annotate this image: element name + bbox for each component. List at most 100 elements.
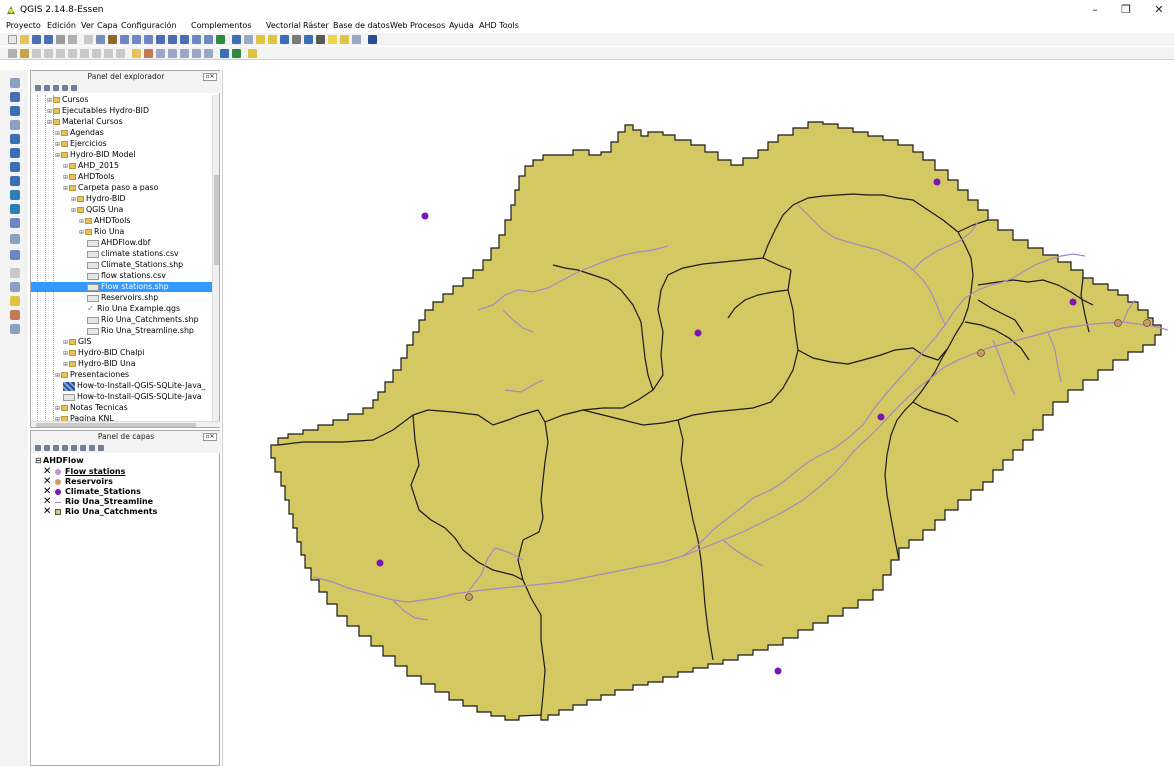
- browser-item-hydro-bid-chalpi[interactable]: ⊞Hydro-BID Chalpi: [31, 348, 213, 358]
- browser-item-rio-una-streamline-shp[interactable]: Rio Una_Streamline.shp: [31, 326, 213, 336]
- browser-item-agendas[interactable]: ⊞Agendas: [31, 128, 213, 138]
- layer-rio-una-catchments[interactable]: ✕Rio Una_Catchments: [31, 507, 221, 517]
- pin-labels-icon[interactable]: [144, 49, 153, 58]
- browser-item-ejecutables-hydro-bid[interactable]: ⊞Ejecutables Hydro-BID: [31, 106, 213, 116]
- cut-features-icon[interactable]: [92, 49, 101, 58]
- browser-item-ahdflow-dbf[interactable]: AHDFlow.dbf: [31, 238, 213, 248]
- add-feature-point-icon[interactable]: [10, 268, 20, 278]
- layer-group[interactable]: ⊟ AHDFlow: [31, 456, 221, 466]
- zoom-in-icon[interactable]: [120, 35, 129, 44]
- python-console-icon[interactable]: [368, 35, 377, 44]
- browser-item-hydro-bid-una[interactable]: ⊞Hydro-BID Una: [31, 359, 213, 369]
- collapse-all-icon[interactable]: [89, 445, 95, 451]
- node-tool-icon[interactable]: [68, 49, 77, 58]
- reservoir-marker[interactable]: [1114, 319, 1122, 327]
- menu-complementos[interactable]: Complementos: [191, 21, 252, 30]
- add-delimited-text-icon[interactable]: [10, 218, 20, 228]
- close-button[interactable]: ✕: [1154, 3, 1164, 16]
- browser-item-cursos[interactable]: ⊞Cursos: [31, 95, 213, 105]
- browser-item-rio-una[interactable]: ⊞Rio Una: [31, 227, 213, 237]
- zoom-selection-icon[interactable]: [180, 35, 189, 44]
- show-hide-labels-icon[interactable]: [156, 49, 165, 58]
- virtual-layer-icon[interactable]: [10, 310, 20, 320]
- browser-item-ahdtools[interactable]: ⊞AHDTools: [31, 216, 213, 226]
- browser-item-flow-stations-csv[interactable]: flow stations.csv: [31, 271, 213, 281]
- attribute-table-icon[interactable]: [280, 35, 289, 44]
- layer-flow-stations[interactable]: ✕Flow stations: [31, 467, 221, 477]
- add-wfs-layer-icon[interactable]: [10, 204, 20, 214]
- map-view[interactable]: [223, 70, 1174, 766]
- new-shapefile-icon[interactable]: [10, 234, 20, 244]
- add-spatialite-layer-icon[interactable]: [10, 120, 20, 130]
- measure-icon[interactable]: [316, 35, 325, 44]
- climate-station-marker[interactable]: [694, 329, 702, 337]
- wms-icon[interactable]: [220, 49, 229, 58]
- restore-button[interactable]: ❐: [1121, 3, 1131, 16]
- new-spatialite-icon[interactable]: [10, 250, 20, 260]
- expand-icon[interactable]: ⊞: [63, 350, 69, 357]
- add-db2-layer-icon[interactable]: [10, 148, 20, 158]
- properties-icon[interactable]: [71, 85, 77, 91]
- layer-rio-una-streamline[interactable]: ✕Rio Una_Streamline: [31, 497, 221, 507]
- ahd-tool-icon[interactable]: [248, 49, 257, 58]
- expand-icon[interactable]: ⊞: [47, 119, 53, 126]
- expand-icon[interactable]: ⊞: [55, 152, 61, 159]
- browser-item-climate-stations-shp[interactable]: Climate_Stations.shp: [31, 260, 213, 270]
- browser-item-hydro-bid-model[interactable]: ⊞Hydro-BID Model: [31, 150, 213, 160]
- layer-visibility-checkbox[interactable]: ✕: [43, 466, 52, 477]
- paste-features-icon[interactable]: [116, 49, 125, 58]
- browser-item-rio-una-example-qgs[interactable]: ✓Rio Una Example.qgs: [31, 304, 213, 314]
- menu-ayuda[interactable]: Ayuda: [449, 21, 474, 30]
- new-gpx-icon[interactable]: [10, 282, 20, 292]
- label-icon[interactable]: [132, 49, 141, 58]
- add-oracle-layer-icon[interactable]: [10, 162, 20, 172]
- browser-horizontal-scrollbar[interactable]: [31, 421, 221, 427]
- field-calculator-icon[interactable]: [292, 35, 301, 44]
- menu-web[interactable]: Web: [390, 21, 408, 30]
- current-edits-icon[interactable]: [8, 49, 17, 58]
- climate-station-marker[interactable]: [774, 667, 782, 675]
- climate-station-marker[interactable]: [1069, 298, 1077, 306]
- layer-climate-stations[interactable]: ✕Climate_Stations: [31, 487, 221, 497]
- identify-icon[interactable]: [232, 35, 241, 44]
- print-composer-icon[interactable]: [56, 35, 65, 44]
- add-group-icon[interactable]: [44, 445, 50, 451]
- browser-item-flow-stations-shp[interactable]: Flow stations.shp: [31, 282, 213, 292]
- browser-item-hydro-bid[interactable]: ⊞Hydro-BID: [31, 194, 213, 204]
- filter-legend-expression-icon[interactable]: [71, 445, 77, 451]
- expand-icon[interactable]: ⊞: [55, 130, 61, 137]
- zoom-last-icon[interactable]: [192, 35, 201, 44]
- reservoir-marker[interactable]: [977, 349, 985, 357]
- add-raster-layer-icon[interactable]: [10, 92, 20, 102]
- layer-reservoirs[interactable]: ✕Reservoirs: [31, 477, 221, 487]
- expand-icon[interactable]: ⊞: [71, 207, 77, 214]
- map-tips-icon[interactable]: [328, 35, 337, 44]
- expand-icon[interactable]: ⊞: [63, 361, 69, 368]
- expand-icon[interactable]: ⊞: [55, 416, 61, 423]
- expand-icon[interactable]: ⊞: [63, 174, 69, 181]
- move-label-icon[interactable]: [168, 49, 177, 58]
- add-wms-layer-icon[interactable]: [10, 176, 20, 186]
- browser-item-ahd-2015[interactable]: ⊞AHD_2015: [31, 161, 213, 171]
- delete-selected-icon[interactable]: [80, 49, 89, 58]
- layer-visibility-checkbox[interactable]: ✕: [43, 506, 52, 517]
- panel-float-close-button[interactable]: ▫✕: [203, 433, 217, 441]
- browser-item-ejercicios[interactable]: ⊞Ejercicios: [31, 139, 213, 149]
- expand-icon[interactable]: ⊞: [55, 141, 61, 148]
- climate-station-marker[interactable]: [376, 559, 384, 567]
- filter-legend-icon[interactable]: [62, 445, 68, 451]
- expand-all-icon[interactable]: [80, 445, 86, 451]
- browser-item-material-cursos[interactable]: ⊞Material Cursos: [31, 117, 213, 127]
- refresh-icon[interactable]: [216, 35, 225, 44]
- move-feature-icon[interactable]: [56, 49, 65, 58]
- manage-map-themes-icon[interactable]: [53, 445, 59, 451]
- grass-icon[interactable]: [10, 324, 20, 334]
- expand-icon[interactable]: ⊞: [63, 163, 69, 170]
- select-dropdown-icon[interactable]: [256, 35, 265, 44]
- remove-layer-icon[interactable]: [98, 445, 104, 451]
- zoom-layer-icon[interactable]: [168, 35, 177, 44]
- new-memory-layer-icon[interactable]: [10, 296, 20, 306]
- layer-visibility-checkbox[interactable]: ✕: [43, 496, 52, 507]
- zoom-out-icon[interactable]: [132, 35, 141, 44]
- statistics-icon[interactable]: [304, 35, 313, 44]
